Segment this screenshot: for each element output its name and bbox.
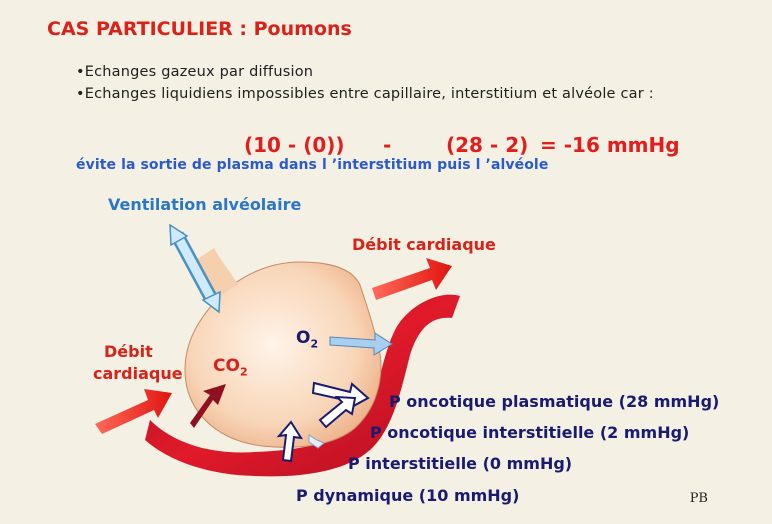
alveolus: [184, 261, 382, 448]
ventilation-label: Ventilation alvéolaire: [108, 195, 302, 214]
co2-arrow: [190, 384, 226, 428]
equation-result: = -16 mmHg: [540, 133, 680, 157]
label-plasma-oncotic-pressure: P oncotique plasmatique (28 mmHg): [389, 392, 720, 411]
cardiac-output-label-left-line1: Débit: [104, 342, 153, 361]
cardiac-output-label-top: Débit cardiaque: [352, 235, 496, 254]
cardiac-output-arrow-top: [372, 258, 452, 300]
alveolar-duct: [196, 248, 238, 298]
o2-label-sub: 2: [310, 337, 319, 351]
equation-part1: (10 - (0)): [244, 133, 345, 157]
pressure-arrow-interstitial-oncotic: [318, 395, 357, 429]
bullet-liquid-exchange: •Echanges liquidiens impossibles entre c…: [76, 86, 654, 102]
pressure-arrow-dynamic: [276, 420, 303, 463]
bullet-gas-exchange: •Echanges gazeux par diffusion: [76, 64, 314, 80]
label-interstitial-oncotic-pressure: P oncotique interstitielle (2 mmHg): [370, 423, 690, 442]
o2-label: O2: [296, 328, 318, 350]
equation-part2: (28 - 2): [446, 133, 529, 157]
o2-arrow: [329, 332, 393, 356]
slide-title: CAS PARTICULIER : Poumons: [47, 18, 352, 40]
capillary-vessel: [145, 294, 460, 477]
label-interstitial-pressure: P interstitielle (0 mmHg): [348, 454, 573, 473]
ventilation-double-arrow: [169, 223, 221, 314]
o2-label-base: O: [296, 328, 311, 348]
plasma-note: évite la sortie de plasma dans l ’inters…: [76, 157, 549, 173]
co2-label-sub: 2: [239, 365, 248, 379]
co2-label-base: CO: [213, 356, 240, 376]
author-signature: PB: [689, 491, 708, 506]
cardiac-output-arrow-left: [95, 389, 172, 434]
equation-minus: -: [383, 133, 392, 157]
pressure-arrow-interstitial: [308, 434, 325, 449]
cardiac-output-label-left-line2: cardiaque: [93, 364, 183, 383]
label-dynamic-pressure: P dynamique (10 mmHg): [296, 486, 520, 505]
co2-label: CO2: [213, 356, 248, 378]
